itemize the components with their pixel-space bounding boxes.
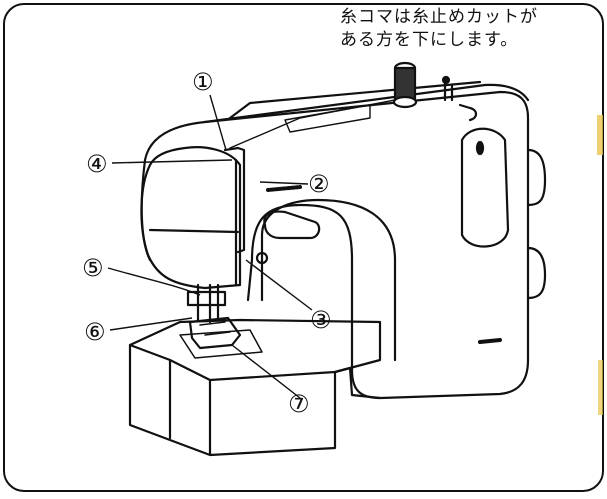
free-arm-front <box>128 343 337 457</box>
winder-knob <box>441 75 451 85</box>
machine-head <box>140 146 242 290</box>
leader-6 <box>109 317 193 331</box>
callout-2: ② <box>308 170 330 198</box>
arm-opening <box>260 198 397 362</box>
needle-bar <box>196 283 220 324</box>
needle-plate <box>179 329 263 359</box>
machine-arm-outline <box>140 90 530 400</box>
thread-spool-bottom <box>392 95 418 109</box>
pattern-dial <box>460 127 510 248</box>
presser-foot-detail <box>199 321 231 336</box>
callout-5: ⑤ <box>82 254 104 282</box>
thread-slot <box>223 146 246 254</box>
callout-6: ⑥ <box>84 318 106 346</box>
bed-line <box>333 366 382 400</box>
leader-3 <box>245 259 313 311</box>
note-line-1: 糸コマは糸止めカットが <box>340 7 538 27</box>
leader-7 <box>231 344 301 399</box>
leader-4 <box>111 159 233 164</box>
dial-indicator <box>475 140 485 156</box>
head-panel-line <box>148 158 240 287</box>
handwheel <box>526 148 547 300</box>
stitch-selector-marks <box>266 185 302 192</box>
callout-7: ⑦ <box>288 390 310 418</box>
edge-mark <box>597 115 603 155</box>
callout-3: ③ <box>310 306 332 334</box>
border-frame <box>3 3 604 492</box>
needle-clamp <box>186 290 227 307</box>
edge-mark <box>598 360 603 415</box>
free-arm-base <box>128 318 382 382</box>
thread-guide <box>284 104 371 133</box>
callout-4: ④ <box>86 150 108 178</box>
lever-pivot <box>255 251 269 265</box>
leader-1 <box>209 94 227 151</box>
leader-5 <box>107 267 201 296</box>
machine-top-panel <box>203 80 530 124</box>
brand-mark <box>478 338 502 344</box>
stitch-length-lever <box>263 210 321 240</box>
callout-1: ① <box>192 68 214 96</box>
leader-2 <box>259 181 309 185</box>
spool-instruction-note: 糸コマは糸止めカットが ある方を下にします。 <box>340 6 602 52</box>
note-line-2: ある方を下にします。 <box>340 30 519 50</box>
